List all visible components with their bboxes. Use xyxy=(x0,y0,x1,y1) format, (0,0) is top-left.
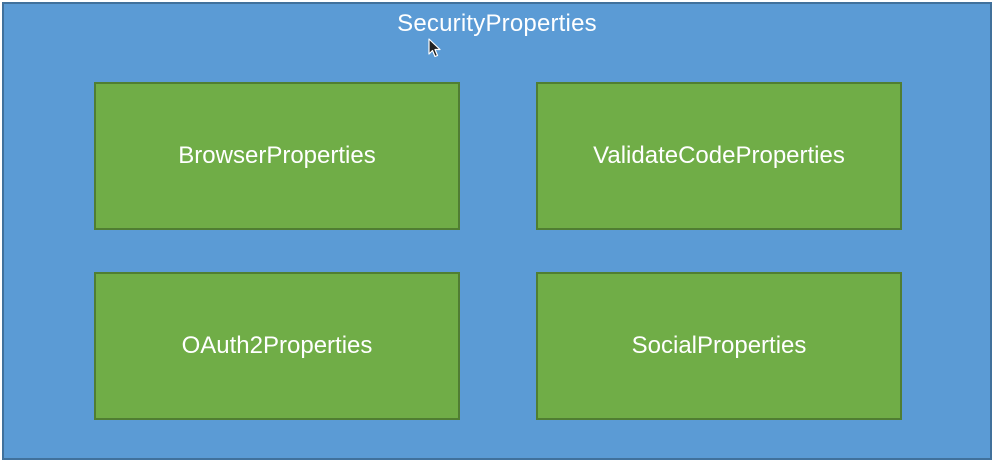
box-label: OAuth2Properties xyxy=(181,332,373,359)
box-label: SocialProperties xyxy=(631,332,807,359)
container-title: SecurityProperties xyxy=(397,10,597,37)
browser-properties-box: BrowserProperties xyxy=(94,82,460,230)
oauth2-properties-box: OAuth2Properties xyxy=(94,272,460,420)
box-label: BrowserProperties xyxy=(178,142,376,169)
social-properties-box: SocialProperties xyxy=(536,272,902,420)
mouse-pointer-icon xyxy=(428,38,441,58)
box-label: ValidateCodeProperties xyxy=(593,142,845,169)
validate-code-properties-box: ValidateCodeProperties xyxy=(536,82,902,230)
